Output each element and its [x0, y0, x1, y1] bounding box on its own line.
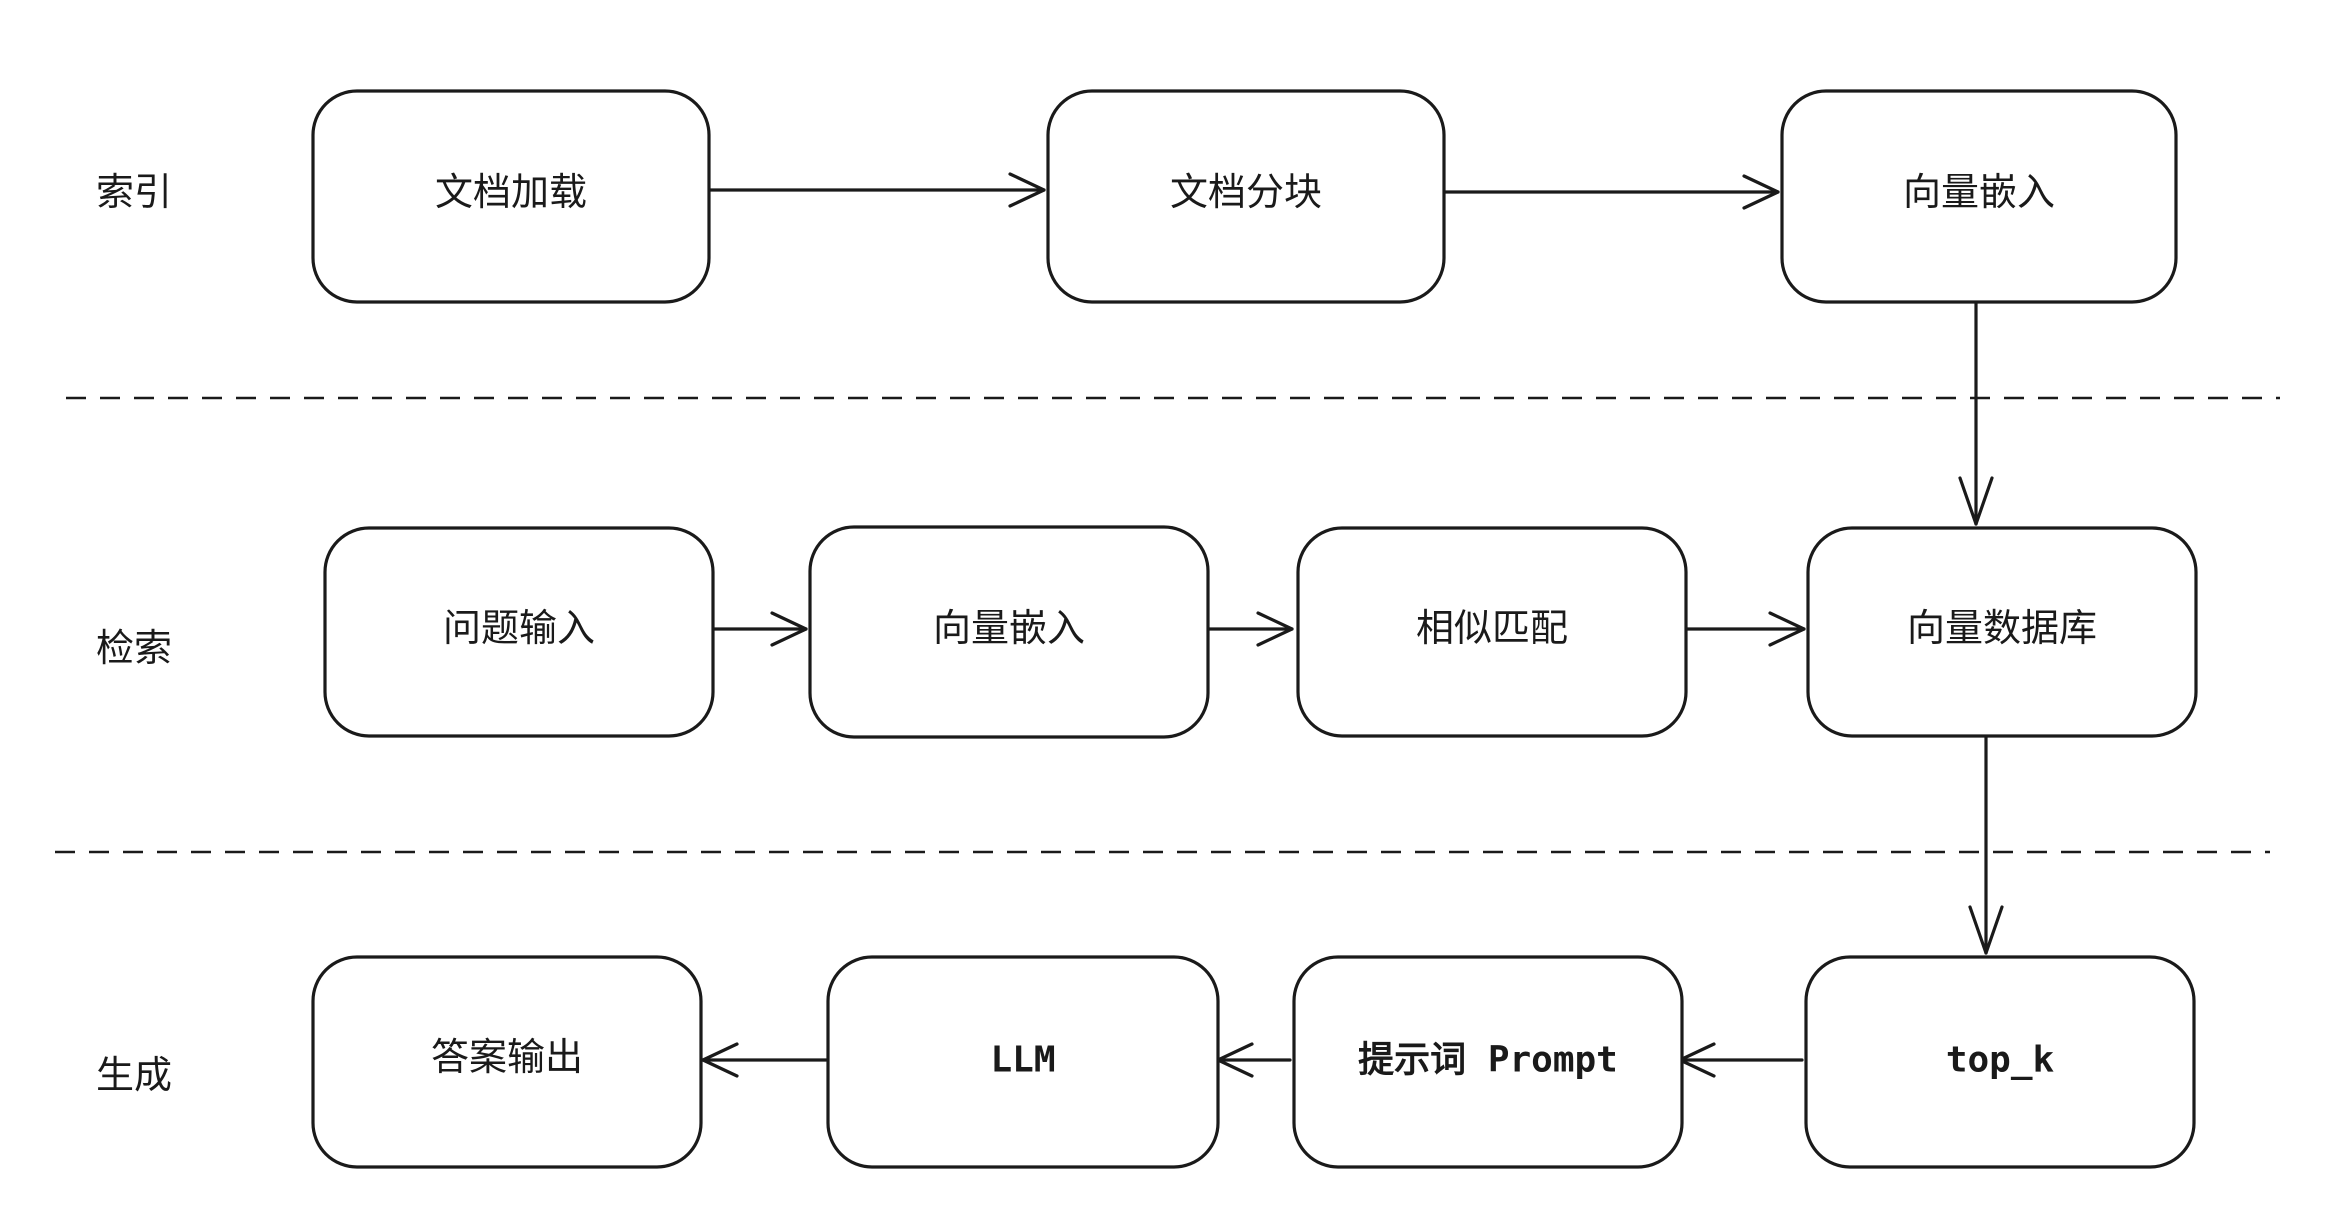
node-label-similarity-match: 相似匹配 — [1416, 606, 1568, 650]
node-label-prompt: 提示词 Prompt — [1358, 1040, 1618, 1081]
node-doc-chunk: 文档分块 — [1046, 89, 1446, 304]
node-prompt: 提示词 Prompt — [1292, 955, 1684, 1169]
edge-doc-chunk-to-vec-embed — [1442, 174, 1780, 210]
edge-prompt-to-llm — [1216, 1042, 1292, 1078]
edge-llm-to-answer-output — [701, 1042, 828, 1078]
stage-label-index: 索引 — [96, 170, 172, 214]
edge-similarity-match-to-vector-db — [1684, 611, 1806, 647]
node-vec-embed-index: 向量嵌入 — [1780, 89, 2178, 304]
node-label-vector-db: 向量数据库 — [1907, 606, 2097, 650]
node-answer-output: 答案输出 — [311, 955, 703, 1169]
node-question-input: 问题输入 — [323, 526, 715, 738]
node-llm: LLM — [826, 955, 1220, 1169]
node-vec-embed-retrieve: 向量嵌入 — [808, 525, 1210, 739]
stage-label-generate: 生成 — [96, 1053, 172, 1097]
node-similarity-match: 相似匹配 — [1296, 526, 1688, 738]
node-label-llm: LLM — [990, 1040, 1055, 1081]
nodes: 文档加载 文档分块 向量嵌入 问题输入 向量嵌入 相似匹配 向量数据库 — [311, 89, 2198, 1169]
stage-label-retrieve: 检索 — [96, 626, 172, 670]
node-vector-db: 向量数据库 — [1806, 526, 2198, 738]
edge-top-k-to-prompt — [1678, 1042, 1804, 1078]
node-label-answer-output: 答案输出 — [431, 1035, 583, 1079]
node-label-vec-embed-index: 向量嵌入 — [1903, 170, 2055, 214]
edges — [701, 172, 2004, 1078]
node-label-top-k: top_k — [1946, 1040, 2055, 1081]
node-doc-load: 文档加载 — [311, 89, 711, 304]
edge-vec-embed-to-vector-db — [1958, 300, 1994, 526]
edge-vec-embed-to-similarity-match — [1206, 611, 1294, 647]
edge-question-input-to-vec-embed — [711, 611, 808, 647]
node-label-doc-load: 文档加载 — [435, 170, 587, 214]
node-top-k: top_k — [1804, 955, 2196, 1169]
edge-vector-db-to-top-k — [1968, 734, 2004, 955]
node-label-vec-embed-retrieve: 向量嵌入 — [933, 606, 1085, 650]
node-label-doc-chunk: 文档分块 — [1170, 170, 1322, 214]
edge-doc-load-to-doc-chunk — [707, 172, 1046, 208]
node-label-question-input: 问题输入 — [443, 606, 595, 650]
